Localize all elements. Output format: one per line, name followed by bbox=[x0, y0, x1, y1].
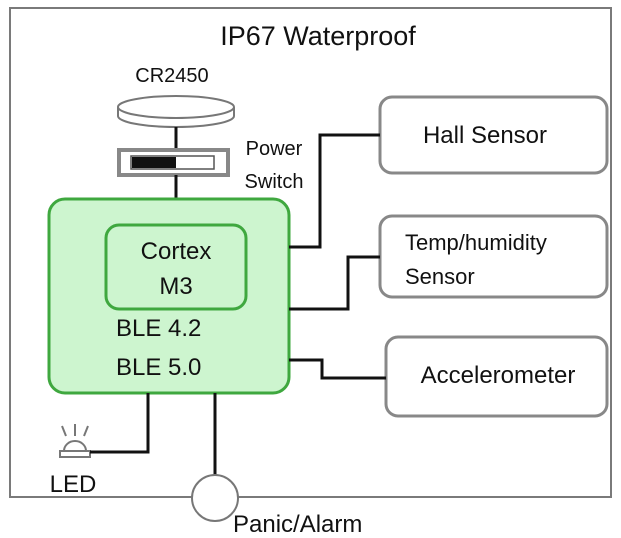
ble-label-line2: BLE 5.0 bbox=[116, 354, 201, 381]
led-icon bbox=[59, 424, 91, 458]
accelerometer-label: Accelerometer bbox=[421, 362, 576, 389]
cortex-label-line2: M3 bbox=[159, 273, 192, 300]
panic-button[interactable] bbox=[191, 474, 239, 522]
battery-icon bbox=[117, 95, 235, 128]
power-switch-label-line2: Switch bbox=[245, 171, 304, 193]
wire-soc-temp bbox=[289, 255, 380, 311]
enclosure-title: IP67 Waterproof bbox=[220, 21, 416, 51]
switch-slider[interactable] bbox=[132, 157, 176, 168]
temp-humidity-label-line1: Temp/humidity bbox=[405, 230, 547, 255]
battery-label: CR2450 bbox=[135, 65, 208, 87]
wire-soc-accelerometer bbox=[289, 358, 386, 380]
cortex-core-block bbox=[104, 223, 248, 311]
temp-humidity-label-line2: Sensor bbox=[405, 264, 475, 289]
enclosure-border bbox=[9, 7, 612, 498]
led-label: LED bbox=[50, 471, 97, 498]
power-switch[interactable] bbox=[117, 148, 230, 177]
power-switch-label-line1: Power bbox=[246, 138, 303, 160]
panic-alarm-label: Panic/Alarm bbox=[233, 511, 362, 538]
ble-label-line1: BLE 4.2 bbox=[116, 315, 201, 342]
cortex-label-line1: Cortex bbox=[141, 238, 212, 265]
wire-soc-hall bbox=[289, 133, 380, 249]
hall-sensor-label: Hall Sensor bbox=[423, 122, 547, 149]
wire-soc-led bbox=[90, 393, 150, 454]
